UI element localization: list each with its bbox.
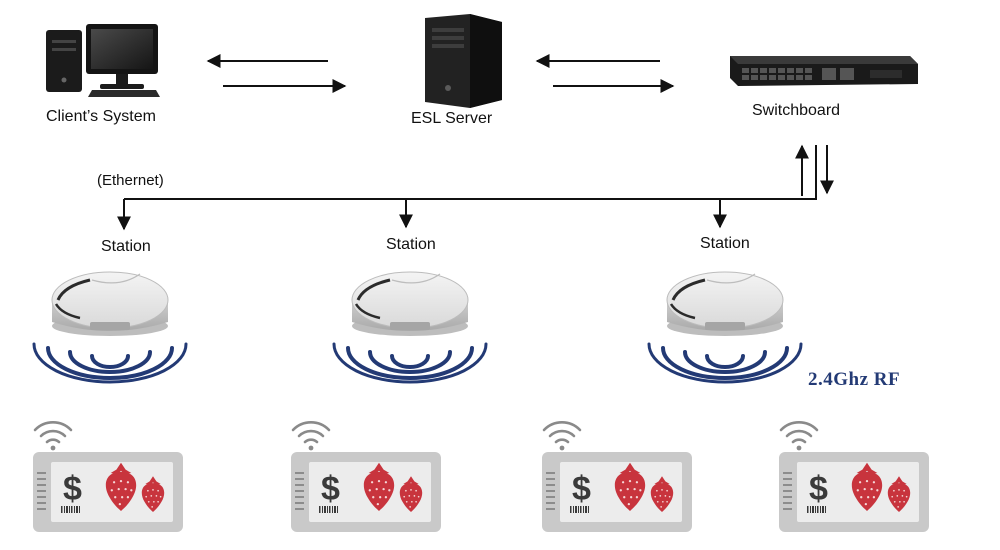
switch-ethernet-arrows bbox=[795, 144, 834, 196]
tower-server-icon bbox=[425, 14, 502, 108]
esl-tag-1 bbox=[33, 421, 183, 532]
esl-tag-3 bbox=[542, 421, 692, 532]
network-switch-icon bbox=[730, 56, 918, 86]
wifi-icon bbox=[33, 421, 73, 452]
access-point-icon bbox=[350, 270, 470, 338]
electronic-shelf-label-icon bbox=[542, 452, 692, 532]
ethernet-label: (Ethernet) bbox=[97, 172, 164, 189]
electronic-shelf-label-icon bbox=[291, 452, 441, 532]
station-2 bbox=[332, 270, 488, 384]
access-point-icon bbox=[50, 270, 170, 338]
electronic-shelf-label-icon bbox=[33, 452, 183, 532]
tag-price-symbol: $ bbox=[572, 470, 591, 508]
access-point-icon bbox=[665, 270, 785, 338]
electronic-shelf-label-icon bbox=[779, 452, 929, 532]
wifi-icon bbox=[542, 421, 582, 452]
station-3 bbox=[647, 270, 803, 384]
switchboard-label: Switchboard bbox=[752, 102, 841, 119]
ethernet-bus bbox=[117, 145, 817, 231]
esl-tag-2 bbox=[291, 421, 441, 532]
client-server-arrows bbox=[206, 54, 347, 93]
rf-waves-icon bbox=[647, 342, 803, 384]
server-switch-arrows bbox=[535, 54, 675, 93]
station-1 bbox=[32, 270, 188, 384]
station-label-3: Station bbox=[700, 235, 750, 252]
tag-price-symbol: $ bbox=[63, 470, 82, 508]
esl-tag-4 bbox=[779, 421, 929, 532]
station-label-2: Station bbox=[386, 236, 436, 253]
esl-server-label: ESL Server bbox=[411, 110, 493, 127]
rf-waves-icon bbox=[332, 342, 488, 384]
client-system-label: Client’s System bbox=[46, 108, 156, 125]
tag-price-symbol: $ bbox=[809, 470, 828, 508]
rf-waves-icon bbox=[32, 342, 188, 384]
rf-frequency-label: 2.4Ghz RF bbox=[808, 369, 901, 390]
desktop-computer-icon bbox=[46, 24, 160, 97]
wifi-icon bbox=[291, 421, 331, 452]
wifi-icon bbox=[779, 421, 819, 452]
tag-price-symbol: $ bbox=[321, 470, 340, 508]
station-label-1: Station bbox=[101, 238, 151, 255]
